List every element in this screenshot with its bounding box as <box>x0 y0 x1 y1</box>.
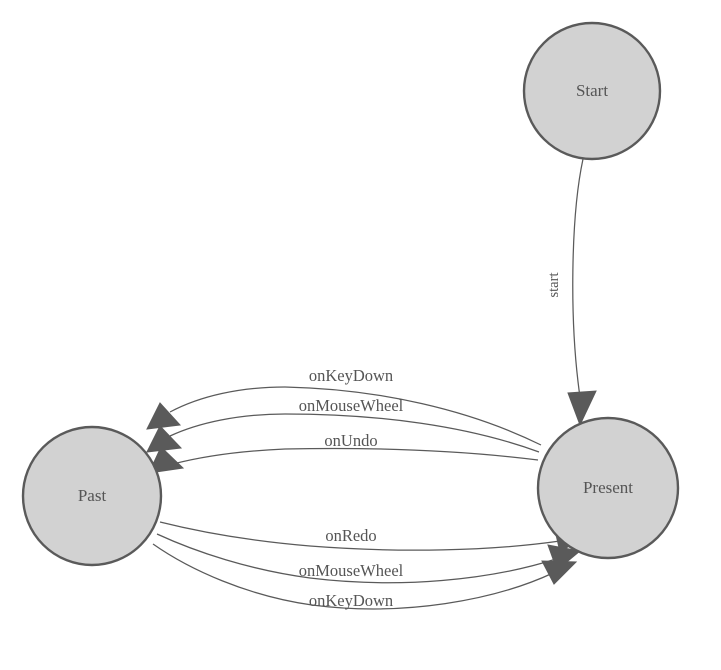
edge-label-keydown-down: onKeyDown <box>309 591 393 610</box>
node-start-circle <box>522 21 662 161</box>
edge-present-to-past-keydown[interactable] <box>146 386 542 446</box>
edge-path-undo <box>172 447 539 465</box>
edge-path-keydown-down <box>152 543 554 610</box>
edge-path-keydown-up <box>169 386 542 446</box>
node-start-label: Start <box>576 81 608 100</box>
node-past-circle <box>21 425 163 567</box>
edge-label-start: start <box>546 273 562 298</box>
edge-path-redo <box>159 521 561 551</box>
node-present[interactable]: Present <box>536 416 680 560</box>
edge-label-keydown-up: onKeyDown <box>309 366 393 385</box>
arrowhead-keydown-down <box>541 560 578 585</box>
arrowhead-undo <box>148 446 185 474</box>
edge-path-wheel-up <box>169 413 540 453</box>
arrowhead-wheel-up <box>146 425 183 453</box>
edge-path-start <box>572 158 584 398</box>
edge-present-to-past-undo[interactable] <box>148 446 539 474</box>
node-present-circle <box>536 416 680 560</box>
node-past-label: Past <box>78 486 107 505</box>
arrowhead-keydown-up <box>146 402 182 430</box>
edge-label-mousewheel-up: onMouseWheel <box>299 396 404 415</box>
edge-start-to-present[interactable] <box>567 158 597 427</box>
edge-label-group: start onKeyDown onMouseWheel onUndo onRe… <box>299 273 562 610</box>
edge-label-undo: onUndo <box>324 431 377 450</box>
edge-path-wheel-down <box>156 533 557 584</box>
arrowhead-start <box>567 390 597 427</box>
edge-label-mousewheel-down: onMouseWheel <box>299 561 404 580</box>
edge-past-to-present-keydown[interactable] <box>152 543 578 610</box>
node-group: Start Past Present <box>21 21 680 567</box>
edge-label-redo: onRedo <box>325 526 376 545</box>
node-start[interactable]: Start <box>522 21 662 161</box>
node-present-label: Present <box>583 478 633 497</box>
node-past[interactable]: Past <box>21 425 163 567</box>
